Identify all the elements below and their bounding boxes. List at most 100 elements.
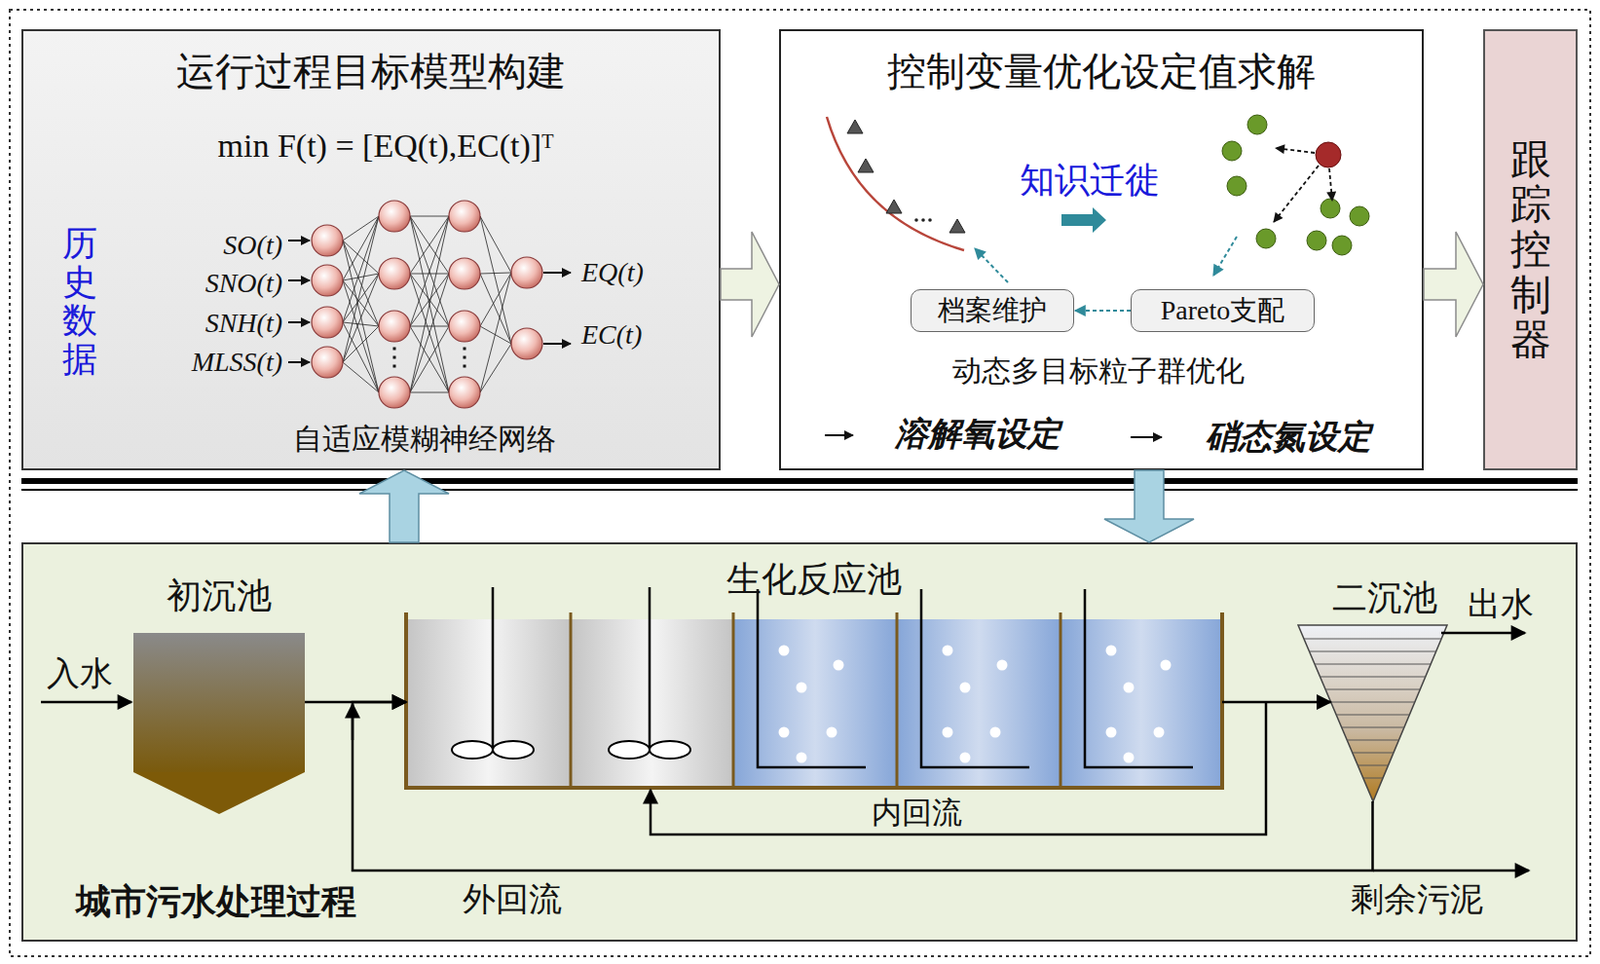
outer-border bbox=[9, 9, 1591, 957]
secondary-clarifier bbox=[1298, 625, 1448, 802]
network-link bbox=[342, 216, 379, 281]
update-arrows bbox=[974, 236, 1237, 283]
neural-network bbox=[288, 200, 571, 409]
air-bubble bbox=[779, 645, 790, 657]
divider bbox=[732, 612, 736, 788]
leader-particle bbox=[1315, 142, 1341, 168]
pareto-curve bbox=[826, 116, 965, 251]
aeration-pipe bbox=[1084, 589, 1193, 768]
clarifier-layer bbox=[1303, 638, 1442, 640]
clarifier-layer bbox=[1314, 664, 1431, 666]
update-arrow bbox=[974, 248, 1008, 283]
network-link bbox=[409, 216, 449, 218]
neuron bbox=[448, 376, 481, 409]
air-bubble bbox=[942, 727, 954, 739]
inflow-line bbox=[40, 701, 132, 705]
clarifier-layers bbox=[1303, 638, 1442, 779]
label-text: SNO(t) bbox=[205, 267, 283, 299]
clarifier-layer bbox=[1331, 702, 1415, 704]
divider bbox=[1059, 612, 1063, 788]
clarifier-layer bbox=[1346, 740, 1399, 742]
neuron bbox=[311, 346, 343, 378]
mixer-blade bbox=[608, 741, 650, 759]
label-text: 剩余污泥 bbox=[1350, 877, 1484, 923]
network-link bbox=[480, 272, 512, 393]
neuron bbox=[311, 264, 343, 297]
flow-connector bbox=[1075, 309, 1131, 312]
block-arrow bbox=[720, 231, 780, 337]
mixer-blade bbox=[451, 741, 493, 759]
network-link bbox=[409, 392, 449, 394]
air-bubble bbox=[1106, 727, 1117, 739]
clarifier-layer bbox=[1357, 765, 1388, 767]
archive-point bbox=[847, 119, 863, 134]
archive-point bbox=[886, 199, 902, 214]
particle bbox=[1227, 176, 1247, 196]
process-box: Pareto支配 bbox=[1130, 289, 1315, 333]
particle bbox=[1349, 206, 1370, 226]
neuron bbox=[378, 258, 410, 290]
label-text: 出水 bbox=[1467, 582, 1534, 628]
archive-points bbox=[847, 119, 966, 233]
ellipsis-dot bbox=[914, 218, 919, 223]
reactor-dividers bbox=[570, 612, 1061, 788]
neuron bbox=[311, 306, 343, 338]
network-link bbox=[342, 240, 379, 327]
network-link bbox=[480, 272, 512, 274]
air-bubble bbox=[1106, 645, 1117, 657]
pareto-front bbox=[826, 116, 966, 251]
clarifier-layer bbox=[1336, 714, 1410, 716]
label-text: 入水 bbox=[46, 651, 113, 697]
output-arrow bbox=[1130, 436, 1162, 439]
network-link bbox=[409, 216, 449, 393]
network-link bbox=[342, 273, 379, 323]
sludge-line bbox=[1373, 869, 1529, 873]
controller-box: 跟踪控制器 bbox=[1483, 29, 1578, 471]
mixer-blade bbox=[492, 741, 534, 759]
flow-connector bbox=[1222, 701, 1331, 705]
network-link bbox=[409, 216, 449, 274]
label-text: SNH(t) bbox=[205, 307, 283, 339]
tank-hopper bbox=[133, 772, 305, 815]
clarifier-layer bbox=[1320, 676, 1426, 678]
clarifier-body bbox=[1298, 625, 1448, 802]
label-text: 硝态氮设定 bbox=[1205, 414, 1372, 460]
label-text: 知识迁徙 bbox=[1019, 156, 1160, 205]
network-link bbox=[409, 326, 449, 328]
network-link bbox=[342, 273, 379, 281]
network-link bbox=[409, 216, 449, 274]
aeration-pipe bbox=[921, 589, 1030, 768]
air-bubble bbox=[796, 752, 808, 764]
air-bubble bbox=[960, 752, 971, 764]
block-arrow bbox=[1104, 470, 1194, 543]
ellipsis-dot bbox=[463, 356, 467, 360]
ellipsis-dot bbox=[921, 218, 926, 223]
process-box: 档案维护 bbox=[910, 289, 1075, 333]
label-text: SO(t) bbox=[223, 229, 283, 261]
air-bubble bbox=[1123, 752, 1135, 764]
block-arrow bbox=[1423, 231, 1484, 337]
move-arrow bbox=[1275, 148, 1315, 153]
divider bbox=[895, 612, 899, 788]
label-text: MLSS(t) bbox=[191, 346, 283, 378]
bioreactor bbox=[406, 587, 1223, 788]
network-link bbox=[480, 326, 512, 344]
io-arrow bbox=[288, 239, 310, 242]
neuron bbox=[511, 257, 543, 289]
output-arrow bbox=[824, 434, 854, 437]
neuron bbox=[448, 310, 481, 342]
label-text: min F(t) = [EQ(t),EC(t)]ᵀ bbox=[218, 127, 555, 165]
node-text: 二沉池 bbox=[1332, 574, 1438, 623]
air-bubble bbox=[997, 660, 1008, 671]
update-arrow bbox=[1213, 236, 1237, 276]
model-panel: 运行过程目标模型构建 bbox=[21, 29, 721, 471]
particle bbox=[1320, 198, 1340, 219]
network-link bbox=[342, 216, 379, 363]
io-arrow bbox=[288, 361, 310, 364]
internal-recycle-line bbox=[650, 702, 1266, 835]
reactor-wall bbox=[406, 612, 1223, 788]
io-arrow bbox=[288, 321, 310, 324]
air-bubble bbox=[942, 645, 954, 657]
air-bubble bbox=[960, 682, 971, 694]
neuron bbox=[511, 328, 543, 360]
